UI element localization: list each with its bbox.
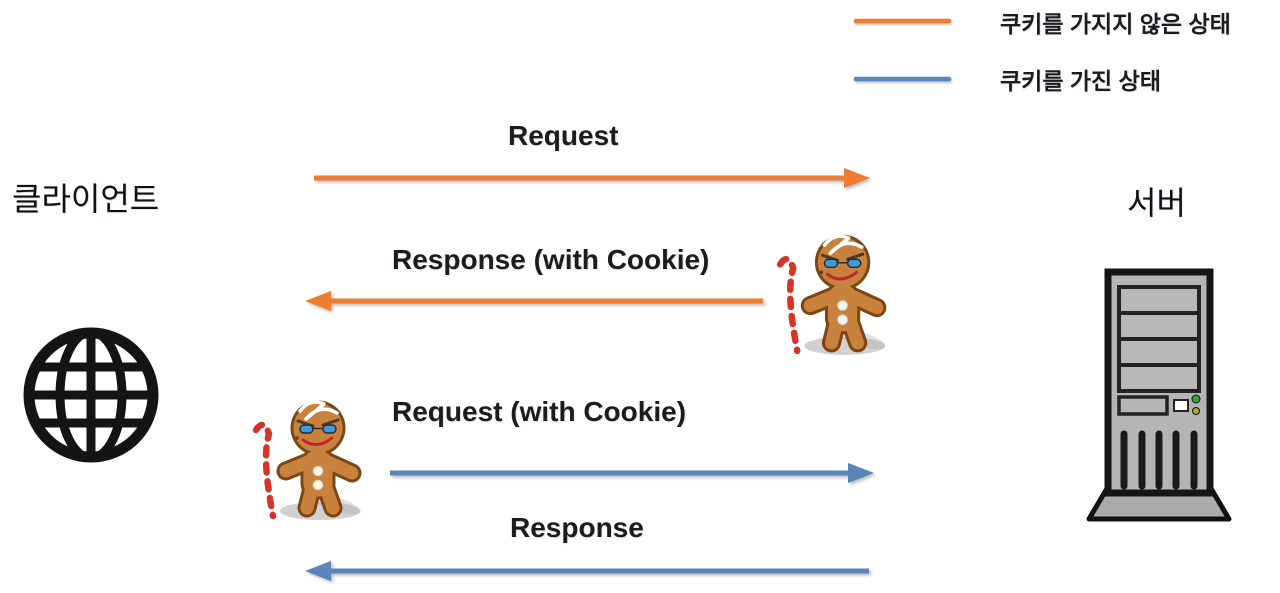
gingerbread-cookie-icon: [246, 392, 371, 527]
request-with-cookie-arrow: [390, 463, 874, 483]
client-label: 클라이언트: [12, 181, 160, 217]
message-label-request-with-cookie: Request (with Cookie): [392, 396, 687, 427]
server-panel-slot: [1117, 395, 1169, 416]
legend-line-blue: [853, 76, 952, 82]
legend-label-with-cookie: 쿠키를 가진 상태: [1000, 68, 1161, 94]
request-arrow: [314, 168, 870, 188]
server-label: 서버: [1127, 185, 1186, 221]
legend-line-orange: [853, 18, 952, 24]
message-label-request: Request: [508, 120, 619, 151]
response-with-cookie-arrow: [305, 291, 763, 311]
gingerbread-cookie-icon: [770, 226, 896, 362]
server-power-button: [1173, 399, 1189, 412]
response-arrow: [305, 561, 869, 581]
server-led-yellow: [1192, 407, 1200, 415]
legend-label-no-cookie: 쿠키를 가지지 않은 상태: [1000, 11, 1231, 37]
server-led-green: [1191, 394, 1201, 404]
message-label-response-with-cookie: Response (with Cookie): [392, 244, 710, 275]
globe-icon: [23, 327, 159, 463]
message-label-response: Response: [510, 512, 644, 543]
server-tower-icon: [1086, 268, 1232, 522]
